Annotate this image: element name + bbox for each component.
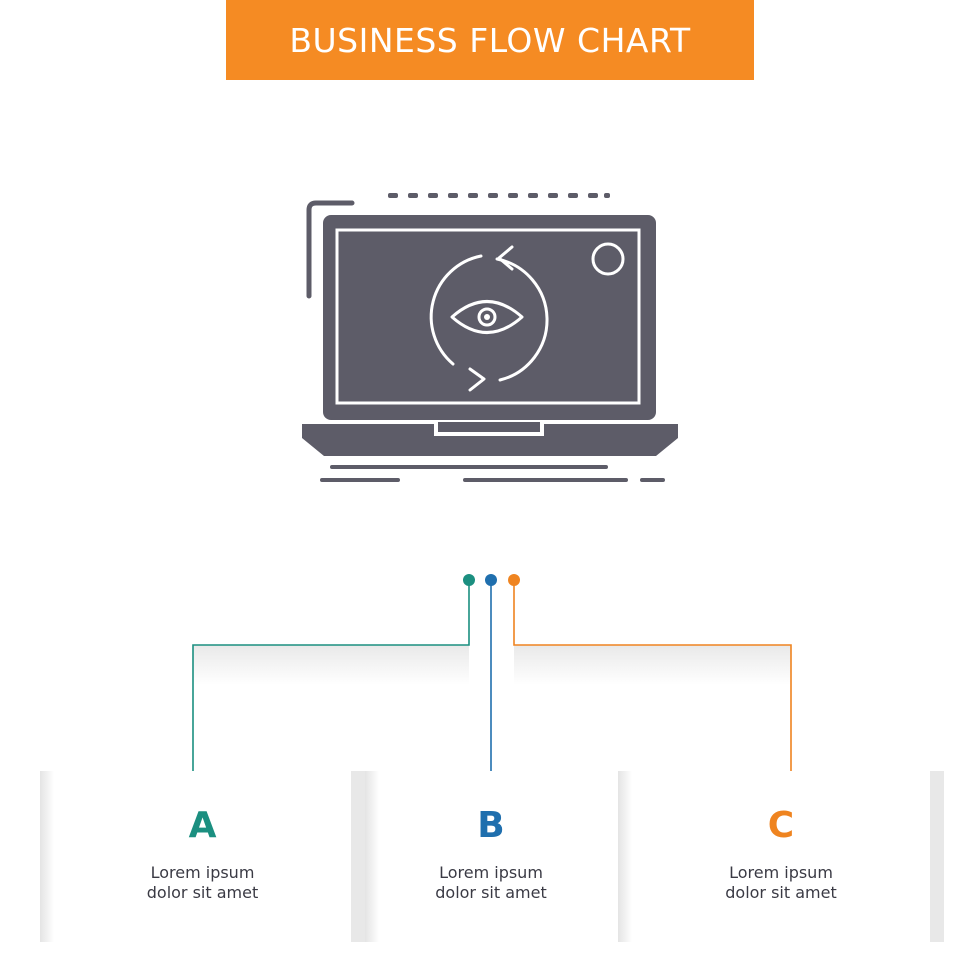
step-letter-c: C xyxy=(767,805,795,846)
step-description-c: Lorem ipsum dolor sit amet xyxy=(632,863,930,903)
card-shadow xyxy=(40,771,54,942)
card-shadow xyxy=(365,771,379,942)
step-card-b: B Lorem ipsum dolor sit amet xyxy=(379,771,603,942)
title-banner: BUSINESS FLOW CHART xyxy=(226,0,754,80)
card-shadow xyxy=(351,771,365,942)
card-shadow xyxy=(618,771,632,942)
step-description-line: dolor sit amet xyxy=(725,883,837,902)
connector-line-c xyxy=(513,585,792,780)
connector-shadow-left xyxy=(193,645,469,685)
step-description-a: Lorem ipsum dolor sit amet xyxy=(54,863,351,903)
connector-dot-c xyxy=(508,574,520,586)
connector-dot-b xyxy=(485,574,497,586)
connector-shadow-right xyxy=(514,645,791,685)
step-description-line: dolor sit amet xyxy=(146,883,259,902)
step-description-b: Lorem ipsum dolor sit amet xyxy=(379,863,603,903)
card-shadow xyxy=(930,771,944,942)
connector-line-a xyxy=(192,585,470,780)
step-card-c: C Lorem ipsum dolor sit amet xyxy=(632,771,930,942)
step-letter-b: B xyxy=(477,805,505,846)
step-card-a: A Lorem ipsum dolor sit amet xyxy=(54,771,351,942)
step-letter-a: A xyxy=(188,805,217,846)
step-description-line: dolor sit amet xyxy=(435,883,547,902)
connector-dot-a xyxy=(463,574,475,586)
page-title: BUSINESS FLOW CHART xyxy=(289,20,691,60)
laptop-with-rotating-eye-icon xyxy=(302,193,678,482)
step-description-line: Lorem ipsum xyxy=(439,863,543,882)
step-description-line: Lorem ipsum xyxy=(150,863,255,882)
step-description-line: Lorem ipsum xyxy=(729,863,833,882)
